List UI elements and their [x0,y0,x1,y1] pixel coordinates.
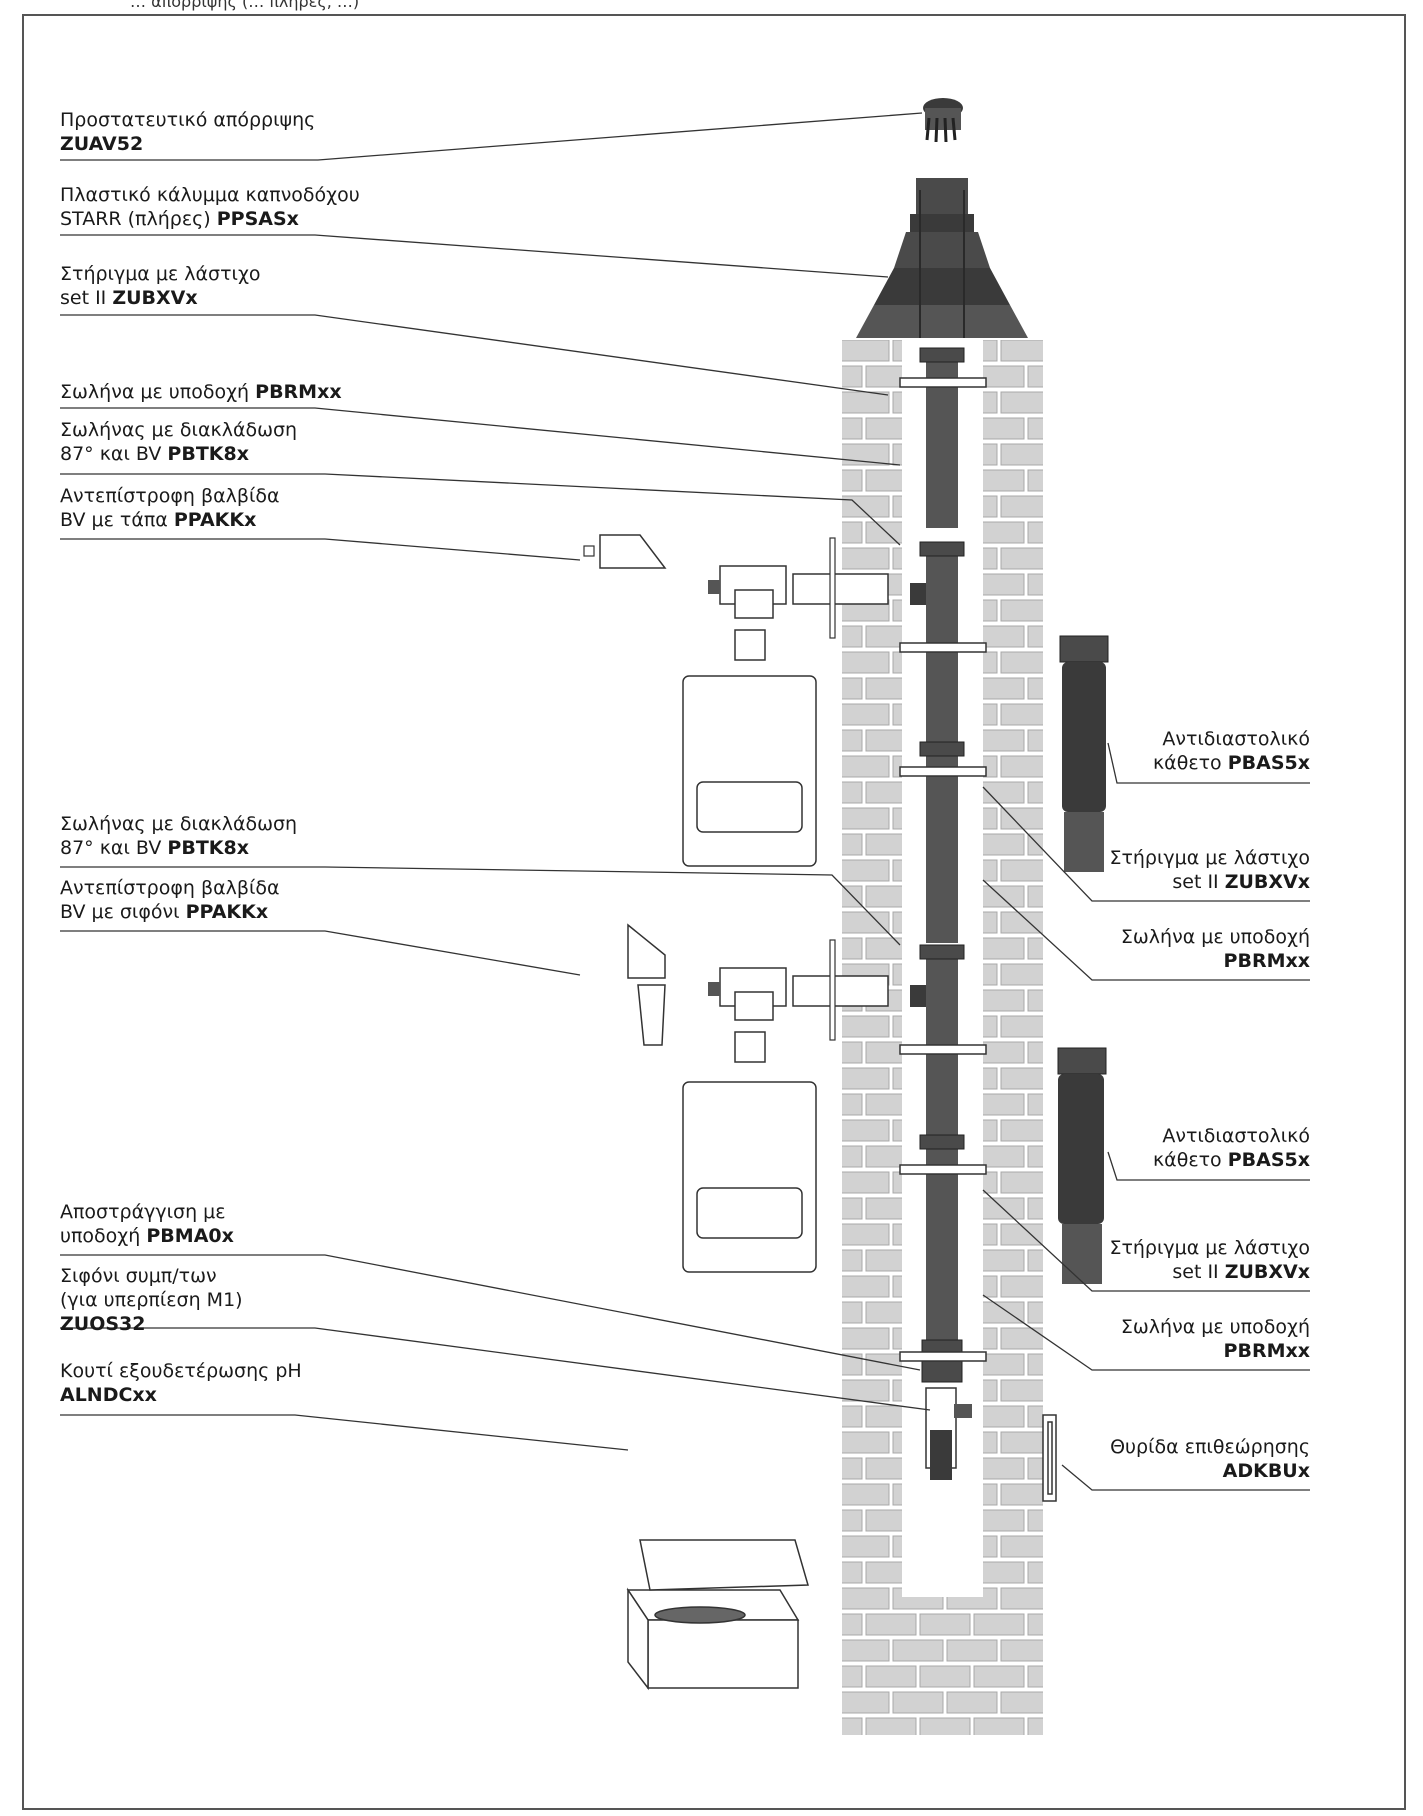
chimney-cap-icon [856,178,1028,338]
label-line: 87° και BV [60,443,168,465]
label-pipe-3: Σωλήνα με υποδοχή PBRMxx [1121,1315,1310,1363]
check-valve-icon [583,534,787,1063]
label-valve-2: Αντεπίστροφη βαλβίδα BV με σιφόνι PPAKKx [60,876,280,924]
label-code: PPAKKx [173,509,257,531]
label-line: Αντιδιαστολικό [1162,728,1310,750]
label-code: ZUBXVx [112,287,198,309]
label-line: Στήριγμα με λάστιχο [1109,1237,1310,1259]
label-bracket-1: Στήριγμα με λάστιχο set II ZUBXVx [60,262,261,310]
inspection-hatch-icon [1042,1414,1057,1502]
label-line: BV με τάπα [60,509,174,531]
label-code: PBRMxx [255,381,342,403]
label-line: STARR (πλήρες) [60,208,217,230]
label-line: υποδοχή [60,1225,147,1247]
branch-tee [910,985,926,1007]
pipe-segment [926,745,958,943]
label-inspection-hatch: Θυρίδα επιθεώρησης ADKBUx [1110,1435,1310,1483]
label-code: ALNDCxx [60,1384,157,1406]
label-code: PBRMxx [1223,1340,1310,1362]
pipe-segment [926,948,958,1136]
leader-lines [60,112,1310,1491]
pipe-socket [919,741,965,757]
rain-guard-icon [923,98,963,143]
boiler-icon [682,675,817,1273]
label-valve-1: Αντεπίστροφη βαλβίδα BV με τάπα PPAKKx [60,484,280,532]
label-line: Στήριγμα με λάστιχο [1109,847,1310,869]
brick-wall-right [983,340,1043,1735]
label-line: set II [60,287,113,309]
label-branch-2: Σωλήνας με διακλάδωση 87° και BV PBTK8x [60,812,297,860]
label-code: PBMA0x [146,1225,234,1247]
label-pipe-2: Σωλήνα με υποδοχή PBRMxx [1121,925,1310,973]
header-strip: … απόρριψης (… πλήρες, …) [130,0,360,11]
label-branch-1: Σωλήνας με διακλάδωση 87° και BV PBTK8x [60,418,297,466]
label-line: Στήριγμα με λάστιχο [60,263,261,285]
label-code: ADKBUx [1222,1460,1310,1482]
label-code: PBTK8x [167,837,249,859]
label-line: Κουτί εξουδετέρωσης pH [60,1360,302,1382]
label-line: Αντεπίστροφη βαλβίδα [60,877,280,899]
branch-pipe-icon [792,537,889,1041]
label-neutralization: Κουτί εξουδετέρωσης pH ALNDCxx [60,1359,302,1407]
pipe-bracket-icon [899,377,987,1362]
label-line: BV με σιφόνι [60,901,186,923]
label-code: ZUBXVx [1224,871,1310,893]
diagram-frame [22,14,1406,1810]
label-line: (για υπερπίεση Μ1) [60,1289,243,1311]
pipe-socket [919,347,965,363]
label-line: Σιφόνι συμπ/των [60,1265,217,1287]
label-line: set II [1172,871,1225,893]
label-code: PBAS5x [1227,1149,1310,1171]
label-expansion-2: Αντιδιαστολικό κάθετο PBAS5x [1153,1124,1310,1172]
label-pipe-1: Σωλήνα με υποδοχή PBRMxx [60,380,342,404]
label-line: κάθετο [1152,752,1228,774]
label-drain: Αποστράγγιση με υποδοχή PBMA0x [60,1200,234,1248]
brick-wall-left [842,340,902,1735]
expansion-joint-icon [1057,635,1109,1284]
label-siphon: Σιφόνι συμπ/των (για υπερπίεση Μ1) ZUOS3… [60,1264,243,1336]
pipe-socket [919,1134,965,1150]
label-line: Αντιδιαστολικό [1162,1125,1310,1147]
label-line: Προστατευτικό απόρριψης [60,109,316,131]
brick-wall-bottom [842,1597,1043,1735]
label-line: Αντεπίστροφη βαλβίδα [60,485,280,507]
siphon-icon [925,1387,972,1480]
label-line: Σωλήνας με διακλάδωση [60,419,298,441]
neutralization-box-icon [626,1539,809,1691]
label-rain-guard: Προστατευτικό απόρριψης ZUAV52 [60,108,315,156]
label-code: ZUBXVx [1224,1261,1310,1283]
branch-tee [910,583,926,605]
label-line: Αποστράγγιση με [60,1201,226,1223]
label-code: PBAS5x [1227,752,1310,774]
label-line: Σωλήνα με υποδοχή [60,381,256,403]
label-code: PBRMxx [1223,950,1310,972]
label-line: 87° και BV [60,837,168,859]
label-bracket-2: Στήριγμα με λάστιχο set II ZUBXVx [1109,846,1310,894]
label-bracket-3: Στήριγμα με λάστιχο set II ZUBXVx [1109,1236,1310,1284]
label-line: κάθετο [1152,1149,1228,1171]
label-code: PPSASx [216,208,299,230]
pipe-segment [926,350,958,528]
pipe-socket [919,944,965,960]
label-code: PBTK8x [167,443,249,465]
label-line: Σωλήνα με υποδοχή [1120,926,1310,948]
label-line: Πλαστικό κάλυμμα καπνοδόχου [60,184,360,206]
label-code: ZUAV52 [60,133,144,155]
label-line: Σωλήνα με υποδοχή [1120,1316,1310,1338]
label-code: PPAKKx [185,901,269,923]
pipe-socket [919,541,965,557]
label-expansion-1: Αντιδιαστολικό κάθετο PBAS5x [1153,727,1310,775]
label-line: set II [1172,1261,1225,1283]
label-chimney-cap: Πλαστικό κάλυμμα καπνοδόχου STARR (πλήρε… [60,183,360,231]
label-line: Θυρίδα επιθεώρησης [1110,1436,1310,1458]
label-code: ZUOS32 [60,1313,146,1335]
label-line: Σωλήνας με διακλάδωση [60,813,298,835]
